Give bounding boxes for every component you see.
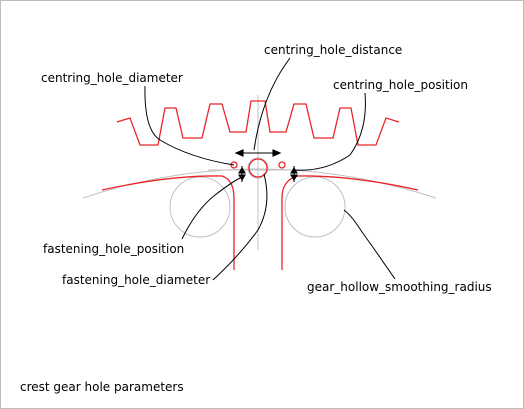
right-fastening-hole (278, 161, 286, 169)
leader-centring-hole-distance (253, 57, 291, 151)
label-fastening-hole-position: fastening_hole_position (43, 242, 184, 256)
left-tick-top (238, 166, 246, 174)
left-hollow-circle (169, 176, 231, 238)
right-hollow-circle (284, 176, 346, 238)
label-centring-hole-distance: centring_hole_distance (264, 43, 402, 57)
dimension-markers (234, 149, 298, 182)
arrow-left (234, 149, 244, 157)
label-fastening-hole-diameter: fastening_hole_diameter (62, 273, 210, 287)
label-gear-hollow-smoothing-radius: gear_hollow_smoothing_radius (307, 280, 492, 294)
arrow-right (272, 149, 282, 157)
left-tick-bottom (238, 174, 246, 182)
centring-hole (248, 158, 268, 178)
right-flank (281, 175, 419, 270)
gear-teeth (116, 100, 400, 146)
leader-fastening-hole-diameter (212, 173, 268, 281)
leader-lines (144, 57, 396, 281)
leader-centring-hole-diameter (144, 85, 235, 166)
leader-gear-hollow-smoothing-radius (343, 209, 396, 280)
left-flank (101, 175, 235, 270)
leader-fastening-hole-position (181, 177, 241, 240)
gear-profile (101, 100, 419, 270)
centring-hole-outer-ring (247, 157, 269, 179)
leader-centring-hole-position (293, 92, 366, 171)
figure-caption: crest gear hole parameters (20, 380, 184, 394)
label-centring-hole-position: centring_hole_position (333, 78, 468, 92)
right-tick-bottom (290, 174, 298, 182)
label-centring-hole-diameter: centring_hole_diameter (41, 71, 183, 85)
